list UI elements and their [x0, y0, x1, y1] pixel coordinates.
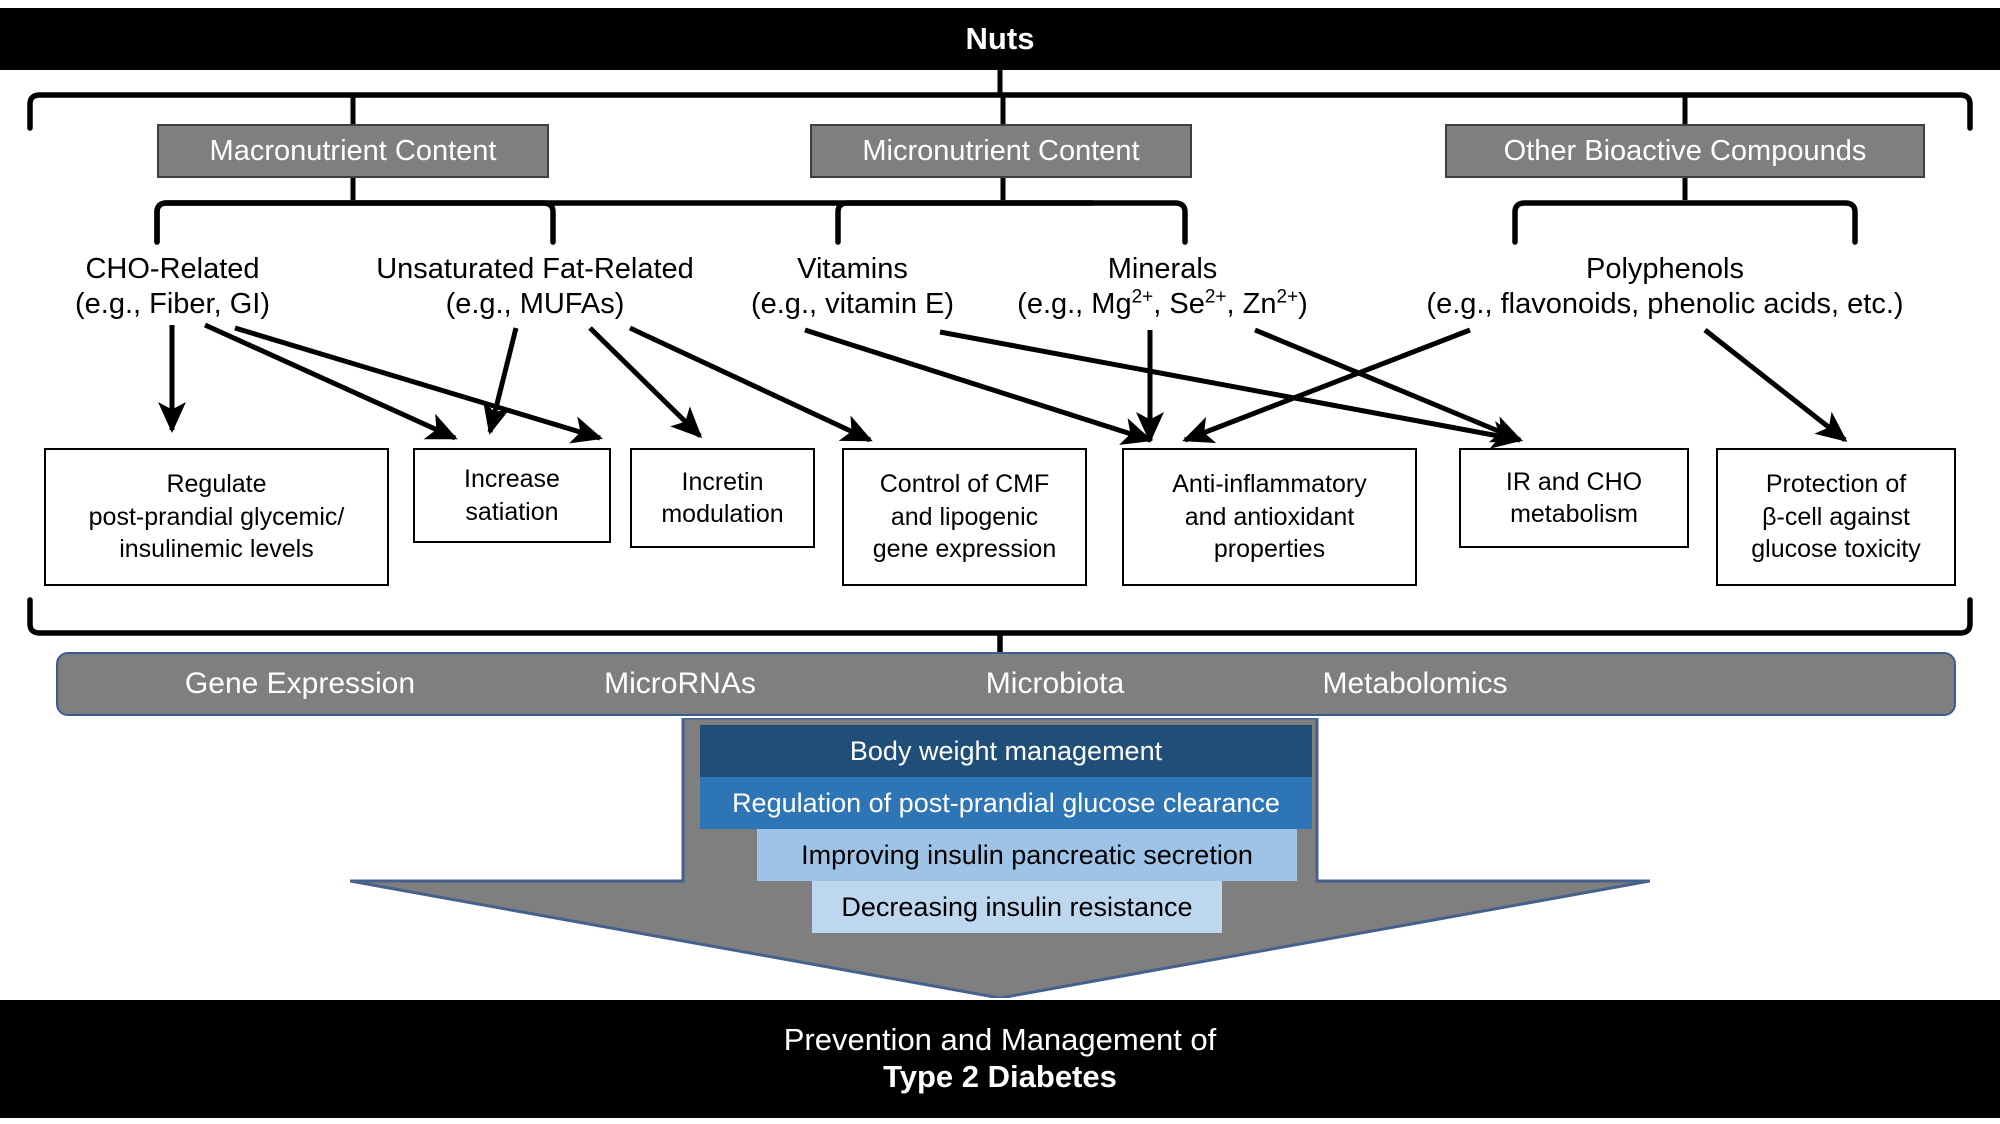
bottom-banner: Prevention and Management of Type 2 Diab…: [0, 1000, 2000, 1118]
source-label-minerals: Minerals (e.g., Mg2+, Se2+, Zn2+): [1000, 252, 1325, 323]
category-chip-micronutrient[interactable]: Micronutrient Content: [810, 124, 1192, 178]
benefit-bar-insulin-secretion-label: Improving insulin pancreatic secretion: [801, 839, 1253, 870]
category-chip-bioactive[interactable]: Other Bioactive Compounds: [1445, 124, 1925, 178]
omics-item-gene-expression-label: Gene Expression: [184, 667, 416, 700]
arrow-cho-to-satiation: [203, 322, 458, 441]
source-label-polyphenols-name: Polyphenols: [1586, 253, 1744, 285]
macro-subbrace-left: [154, 200, 1095, 245]
arrow-fat-to-cmf-left: [588, 326, 703, 439]
source-label-polyphenols: Polyphenols (e.g., flavonoids, phenolic …: [1345, 252, 1985, 323]
arrow-poly-to-antiinflam: [1182, 327, 1471, 443]
top-banner: Nuts: [0, 8, 2000, 70]
source-label-minerals-example: (e.g., Mg2+, Se2+, Zn2+): [1017, 286, 1308, 321]
arrow-fat-to-satiation: [483, 327, 519, 435]
arrow-poly-to-protection: [1703, 328, 1848, 442]
bioactive-subbrace: [1512, 200, 1858, 245]
source-label-cho: CHO-Related (e.g., Fiber, GI): [40, 252, 305, 323]
source-label-polyphenols-example: (e.g., flavonoids, phenolic acids, etc.): [1426, 288, 1904, 321]
omics-item-metabolomics-label: Metabolomics: [1322, 667, 1508, 700]
benefit-bar-body-weight[interactable]: Body weight management: [700, 725, 1312, 777]
macro-subbrace: [154, 200, 556, 245]
benefit-bar-insulin-resistance[interactable]: Decreasing insulin resistance: [812, 881, 1222, 933]
source-label-cho-example: (e.g., Fiber, GI): [75, 288, 270, 321]
benefit-bar-glucose-clearance[interactable]: Regulation of post-prandial glucose clea…: [700, 777, 1312, 829]
source-label-vitamins-example: (e.g., vitamin E): [750, 288, 955, 321]
arrow-fat-to-cmf: [628, 325, 873, 443]
omics-item-micrornas-label: MicroRNAs: [604, 667, 756, 700]
arrow-cho-to-incretin: [234, 325, 603, 444]
omics-item-microbiota-label: Microbiota: [985, 667, 1125, 700]
arrow-minerals-to-ir: [939, 329, 1523, 449]
arrow-vitamins-to-antiinflam: [804, 327, 1153, 445]
category-chip-macronutrient-label: Macronutrient Content: [209, 134, 497, 167]
source-label-cho-name: CHO-Related: [85, 253, 260, 285]
benefit-bar-body-weight-label: Body weight management: [849, 735, 1163, 766]
category-chip-bioactive-label: Other Bioactive Compounds: [1503, 134, 1867, 167]
omics-item-gene-expression[interactable]: Gene Expression: [150, 652, 450, 716]
micro-subbrace: [835, 200, 1188, 245]
top-banner-title: Nuts: [965, 20, 1035, 56]
source-label-vitamins-name: Vitamins: [797, 253, 908, 285]
category-chip-micronutrient-label: Micronutrient Content: [862, 134, 1140, 167]
benefit-bar-insulin-resistance-label: Decreasing insulin resistance: [841, 891, 1193, 922]
arrow-minerals-to-ir2: [1254, 327, 1523, 443]
top-brace: [27, 92, 1973, 131]
source-label-fat: Unsaturated Fat-Related (e.g., MUFAs): [345, 252, 725, 323]
omics-item-microbiota[interactable]: Microbiota: [930, 652, 1180, 716]
omics-item-metabolomics[interactable]: Metabolomics: [1275, 652, 1555, 716]
omics-item-micrornas[interactable]: MicroRNAs: [555, 652, 805, 716]
source-label-fat-name: Unsaturated Fat-Related: [376, 253, 694, 285]
source-label-vitamins: Vitamins (e.g., vitamin E): [725, 252, 980, 323]
benefit-bar-glucose-clearance-label: Regulation of post-prandial glucose clea…: [732, 787, 1280, 818]
bottom-banner-line2: Type 2 Diabetes: [883, 1059, 1117, 1094]
benefit-bar-insulin-secretion[interactable]: Improving insulin pancreatic secretion: [757, 829, 1297, 881]
bottom-banner-line1: Prevention and Management of: [783, 1022, 1217, 1058]
category-chip-macronutrient[interactable]: Macronutrient Content: [157, 124, 549, 178]
omics-bar: [56, 652, 1956, 716]
bottom-brace: [27, 597, 1973, 636]
source-label-minerals-name: Minerals: [1107, 253, 1218, 285]
source-label-fat-example: (e.g., MUFAs): [445, 288, 625, 321]
